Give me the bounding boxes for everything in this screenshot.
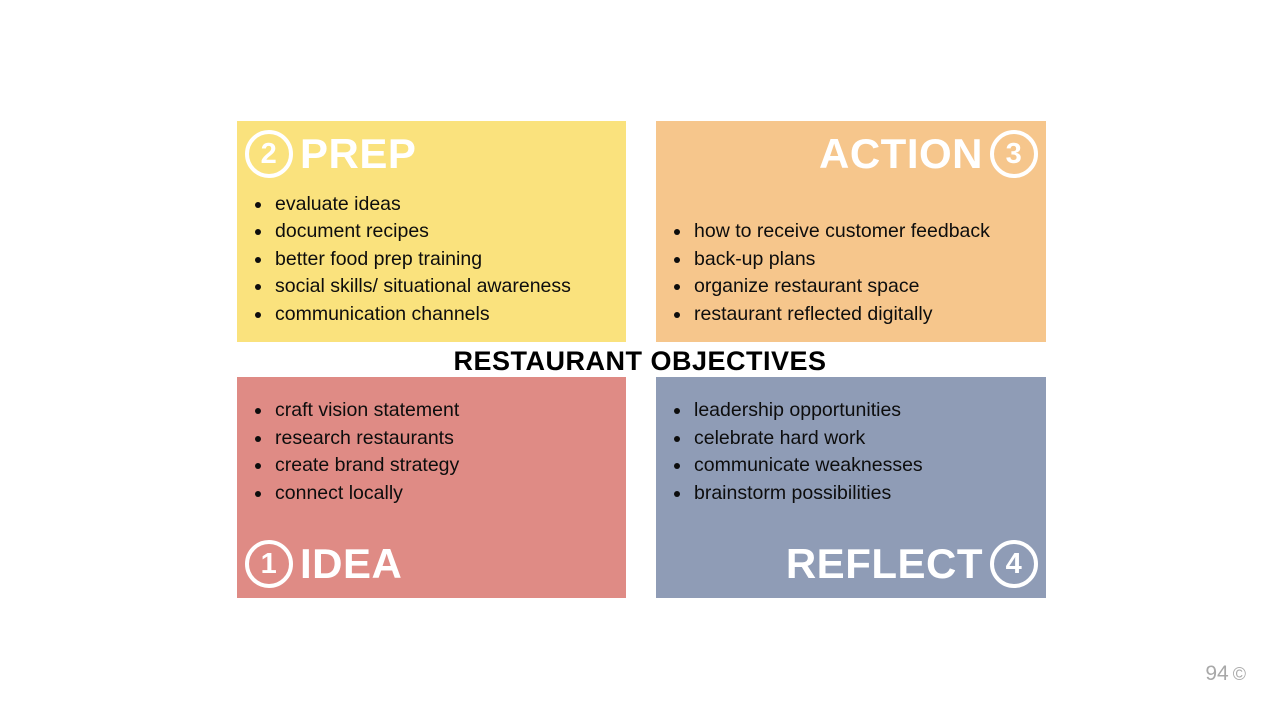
reflect-heading: REFLECT 4 [656,540,1046,598]
quadrant-action: ACTION 3 how to receive customer feedbac… [656,121,1046,342]
action-label: ACTION [819,130,983,177]
circled-2-icon: 2 [245,130,293,178]
circled-1-icon: 1 [245,540,293,588]
copyright-icon: © [1232,663,1246,684]
bullet-item: brainstorm possibilities [692,480,1036,508]
bullet-item: better food prep training [273,246,616,274]
bullet-item: communicate weaknesses [692,452,1036,480]
circled-4-icon: 4 [990,540,1038,588]
idea-bullet-list: craft vision statementresearch restauran… [237,377,626,507]
bullet-item: leadership opportunities [692,397,1036,425]
quadrant-idea: craft vision statementresearch restauran… [237,377,626,598]
idea-heading: 1 IDEA [237,540,626,598]
quadrant-reflect: leadership opportunitiescelebrate hard w… [656,377,1046,598]
bullet-item: how to receive customer feedback [692,218,1036,246]
reflect-label: REFLECT [785,540,983,587]
circled-3-icon: 3 [990,130,1038,178]
page-title: RESTAURANT OBJECTIVES [453,346,827,376]
bullet-item: create brand strategy [273,452,616,480]
bullet-item: document recipes [273,218,616,246]
bullet-item: communication channels [273,301,616,329]
idea-label: IDEA [300,540,403,587]
page-number: 94 © [1205,662,1246,686]
prep-bullet-list: evaluate ideasdocument recipesbetter foo… [237,191,626,343]
bullet-item: organize restaurant space [692,273,1036,301]
bullet-item: connect locally [273,480,616,508]
bullet-item: celebrate hard work [692,425,1036,453]
quadrant-prep: 2 PREP evaluate ideasdocument recipesbet… [237,121,626,342]
page-number-value: 94 [1205,662,1229,685]
bullet-item: back-up plans [692,246,1036,274]
prep-heading: 2 PREP [237,121,626,178]
bullet-item: research restaurants [273,425,616,453]
bullet-item: craft vision statement [273,397,616,425]
action-heading: ACTION 3 [656,121,1046,178]
bullet-item: evaluate ideas [273,191,616,219]
reflect-bullet-list: leadership opportunitiescelebrate hard w… [656,377,1046,507]
prep-label: PREP [300,130,417,177]
action-bullet-list: how to receive customer feedbackback-up … [656,218,1046,342]
bullet-item: social skills/ situational awareness [273,273,616,301]
bullet-item: restaurant reflected digitally [692,301,1036,329]
